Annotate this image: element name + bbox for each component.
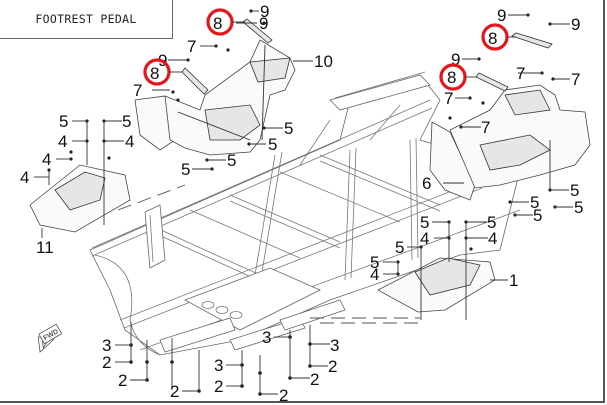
callout-5: 5 — [59, 112, 68, 131]
callout-7: 7 — [481, 118, 490, 137]
callout-5: 5 — [181, 160, 190, 179]
callouts-right-footrest: 9 9 8 9 8 7 7 7 7 6 5 5 5 5 — [422, 6, 583, 225]
callout-2: 2 — [170, 382, 179, 401]
callout-5: 5 — [227, 151, 236, 170]
callout-8: 8 — [150, 64, 159, 83]
callout-10: 10 — [314, 52, 333, 71]
callout-7: 7 — [133, 81, 142, 100]
callouts-bottom-center: 3 2 2 3 2 3 2 — [214, 325, 339, 405]
callouts-right-plate: 5 5 4 4 5 5 4 1 — [370, 213, 518, 320]
callout-3: 3 — [262, 328, 271, 347]
callout-5: 5 — [370, 253, 379, 272]
callout-5: 5 — [487, 213, 496, 232]
callout-5: 5 — [284, 119, 293, 138]
callout-5: 5 — [574, 198, 583, 217]
left-footrest-pedal — [134, 39, 296, 156]
callout-3: 3 — [102, 336, 111, 355]
callout-5: 5 — [570, 181, 579, 200]
callout-7: 7 — [187, 37, 196, 56]
callout-9: 9 — [260, 2, 269, 21]
callout-2: 2 — [310, 370, 319, 389]
alignment-lines — [117, 184, 420, 324]
callout-9: 9 — [571, 15, 580, 34]
callout-2: 2 — [118, 371, 127, 390]
page-title: FOOTREST PEDAL — [35, 12, 137, 26]
callout-4: 4 — [20, 168, 29, 187]
callout-6: 6 — [422, 174, 431, 193]
callouts-bottom-left: 3 2 2 2 — [102, 322, 201, 401]
callouts-left-footrest: 9 9 8 7 9 8 7 10 5 5 5 5 — [133, 2, 333, 179]
callout-5: 5 — [533, 206, 542, 225]
title-box: FOOTREST PEDAL — [0, 0, 173, 39]
callout-3: 3 — [330, 336, 339, 355]
callouts-left-plate: 5 5 4 4 4 4 11 — [20, 112, 134, 257]
callout-5: 5 — [420, 213, 429, 232]
callout-4: 4 — [58, 132, 67, 151]
chassis-frame — [89, 71, 521, 356]
callout-7: 7 — [444, 89, 453, 108]
callout-3: 3 — [214, 356, 223, 375]
callout-9: 9 — [259, 14, 268, 33]
callout-2: 2 — [214, 377, 223, 396]
callout-7: 7 — [516, 64, 525, 83]
callout-8: 8 — [447, 68, 456, 87]
callout-2: 2 — [279, 386, 288, 405]
left-pedal-strips — [181, 18, 273, 95]
callout-4: 4 — [42, 150, 51, 169]
callout-4: 4 — [370, 265, 379, 284]
callout-9: 9 — [451, 50, 460, 69]
callout-4: 4 — [125, 132, 134, 151]
callout-9: 9 — [497, 6, 506, 25]
callout-5: 5 — [122, 112, 131, 131]
callout-4: 4 — [420, 229, 429, 248]
callout-5: 5 — [395, 238, 404, 257]
callout-1: 1 — [509, 271, 518, 290]
callout-5: 5 — [268, 135, 277, 154]
right-footrest-pedal — [429, 84, 591, 201]
right-pedal-strips — [475, 32, 553, 92]
callout-2: 2 — [102, 353, 111, 372]
callout-7: 7 — [571, 70, 580, 89]
callout-5: 5 — [530, 193, 539, 212]
left-floor-pan-plate — [29, 164, 131, 238]
forward-direction-arrow-icon: FWD — [37, 323, 63, 353]
callout-8: 8 — [213, 14, 222, 33]
callout-2: 2 — [328, 357, 337, 376]
callout-8: 8 — [488, 29, 497, 48]
callout-4: 4 — [488, 229, 497, 248]
callout-11: 11 — [36, 238, 54, 257]
